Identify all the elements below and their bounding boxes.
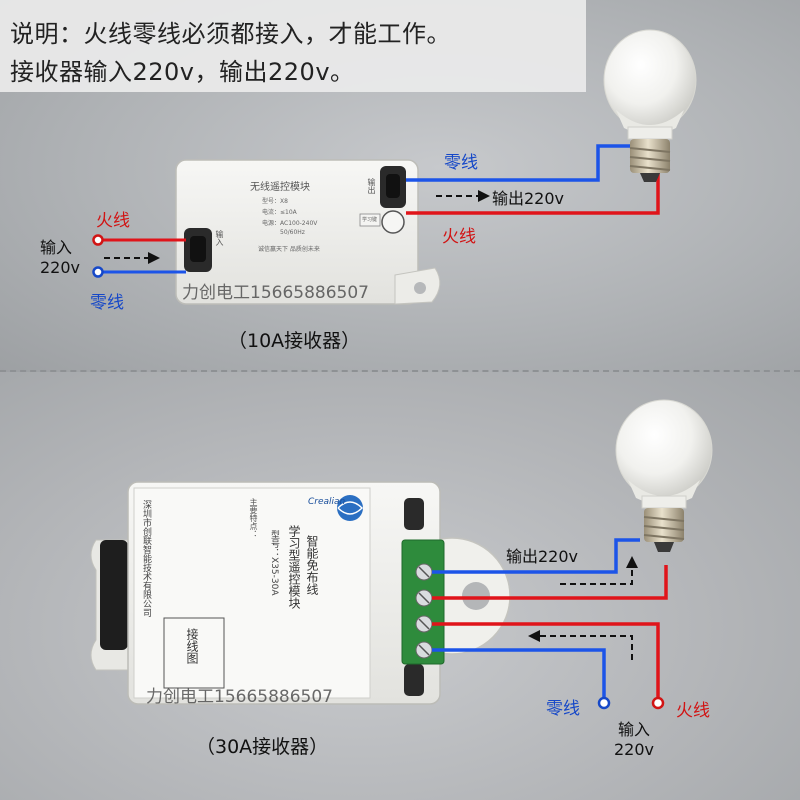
top-output-label: 输出220v — [492, 189, 565, 208]
instruction-note: 说明：火线零线必须都接入，才能工作。 接收器输入220v，输出220v。 — [0, 0, 586, 92]
top-wires — [92, 144, 660, 278]
bottom-caption: （30A接收器） — [196, 736, 329, 758]
note-line-1: 说明：火线零线必须都接入，才能工作。 — [10, 20, 451, 48]
top-input-label-2: 220v — [40, 258, 81, 277]
device-30a-terminal-label: 接线图 — [185, 628, 199, 664]
top-input-label-1: 输入 — [40, 238, 73, 257]
device-30a-company: 深圳市创联智能技术有限公司 — [141, 500, 151, 617]
device-30a-brand: Crealian — [308, 497, 346, 507]
bottom-watermark: 力创电工15665886507 — [146, 687, 333, 707]
bottom-neutral-label: 零线 — [546, 699, 580, 719]
section-divider — [0, 370, 800, 372]
device-10a-model: 型号：X8 — [262, 198, 288, 205]
bottom-input-label-2: 220v — [614, 740, 655, 759]
top-watermark: 力创电工15665886507 — [182, 283, 369, 303]
device-10a-current: 电流：≤10A — [262, 209, 297, 216]
bottom-output-label: 输出220v — [506, 547, 579, 566]
top-caption: （10A接收器） — [228, 330, 361, 352]
top-neutral-input-label: 零线 — [90, 293, 124, 313]
learn-key-label: 学习键 — [362, 217, 378, 223]
top-neutral-output-label: 零线 — [444, 153, 478, 173]
device-30a-features-title: 主要特点： — [249, 498, 258, 538]
bottom-live-label: 火线 — [676, 701, 710, 721]
note-line-2: 接收器输入220v，输出220v。 — [10, 58, 355, 86]
device-10a-input-side: 输入 — [215, 230, 224, 246]
receiver-30a-device — [90, 481, 511, 705]
device-10a-power: 电源：AC100-240V — [262, 220, 318, 227]
bottom-bulb — [615, 399, 713, 552]
device-30a-model: 型号：X35-30A — [269, 530, 279, 596]
top-live-output-label: 火线 — [442, 227, 476, 247]
receiver-10a-device — [175, 159, 441, 305]
device-10a-output-side: 输出 — [367, 178, 376, 194]
device-10a-freq: 50/60Hz — [280, 229, 305, 236]
bottom-wires — [432, 538, 668, 710]
top-bulb — [603, 29, 697, 182]
bottom-input-label-1: 输入 — [618, 720, 651, 739]
device-30a-title-1: 智能免布线 — [305, 535, 319, 595]
device-10a-slogan: 诚信赢天下 品质创未来 — [258, 246, 320, 253]
device-10a-title: 无线遥控模块 — [250, 182, 310, 193]
device-30a-title-2: 学习型遥控模块 — [287, 525, 301, 609]
top-live-input-label: 火线 — [96, 211, 130, 231]
